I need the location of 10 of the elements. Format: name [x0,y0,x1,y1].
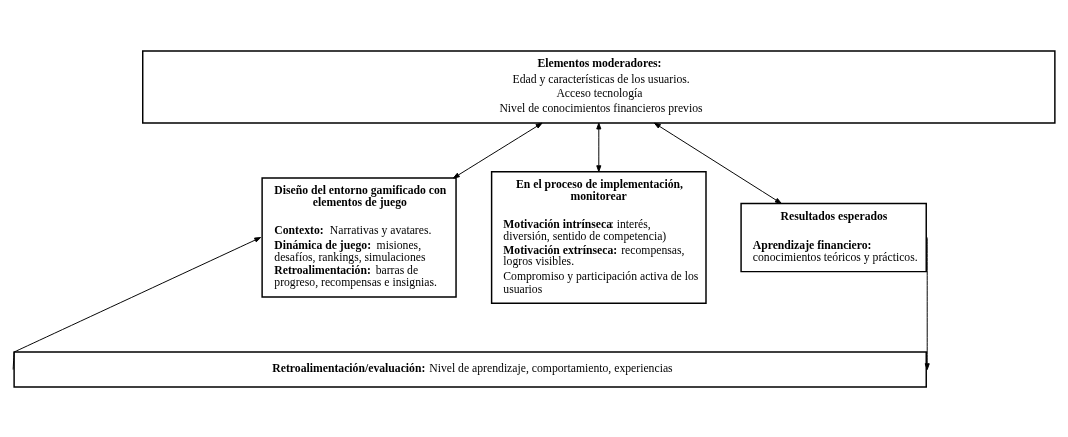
node-box: Retroalimentación/evaluación: Nivel de aprendizaje, comportamiento, experiencias [13,350,927,388]
arrow [12,236,262,370]
node-box: En el proceso de implementación, monitorear Motivación intrínseca: interés, diversión, sentido de competencia) Motivación extrínseca: recompensas, logros visibles. Compromiso y participación activa de los usuarios [490,170,707,304]
arrow [452,122,543,179]
node-box: Elementos moderadores: Edad y características de los usuarios. Acceso tecnología Nivel de conocimientos financieros previos [142,49,1056,124]
arrow [596,122,602,172]
node-box: Diseño del entorno gamificado con elementos de juego Contexto: Narrativas y avatares. Dinámica de juego: misiones, desafíos, rankings, simulaciones Retroalimentación: barras de progreso, recompensas e insignias. [261,176,457,298]
arrow [653,122,782,204]
arrow [924,236,930,370]
node-box: Resultados esperados Aprendizaje financiero: conocimientos teóricos y prácticos. [740,202,927,272]
